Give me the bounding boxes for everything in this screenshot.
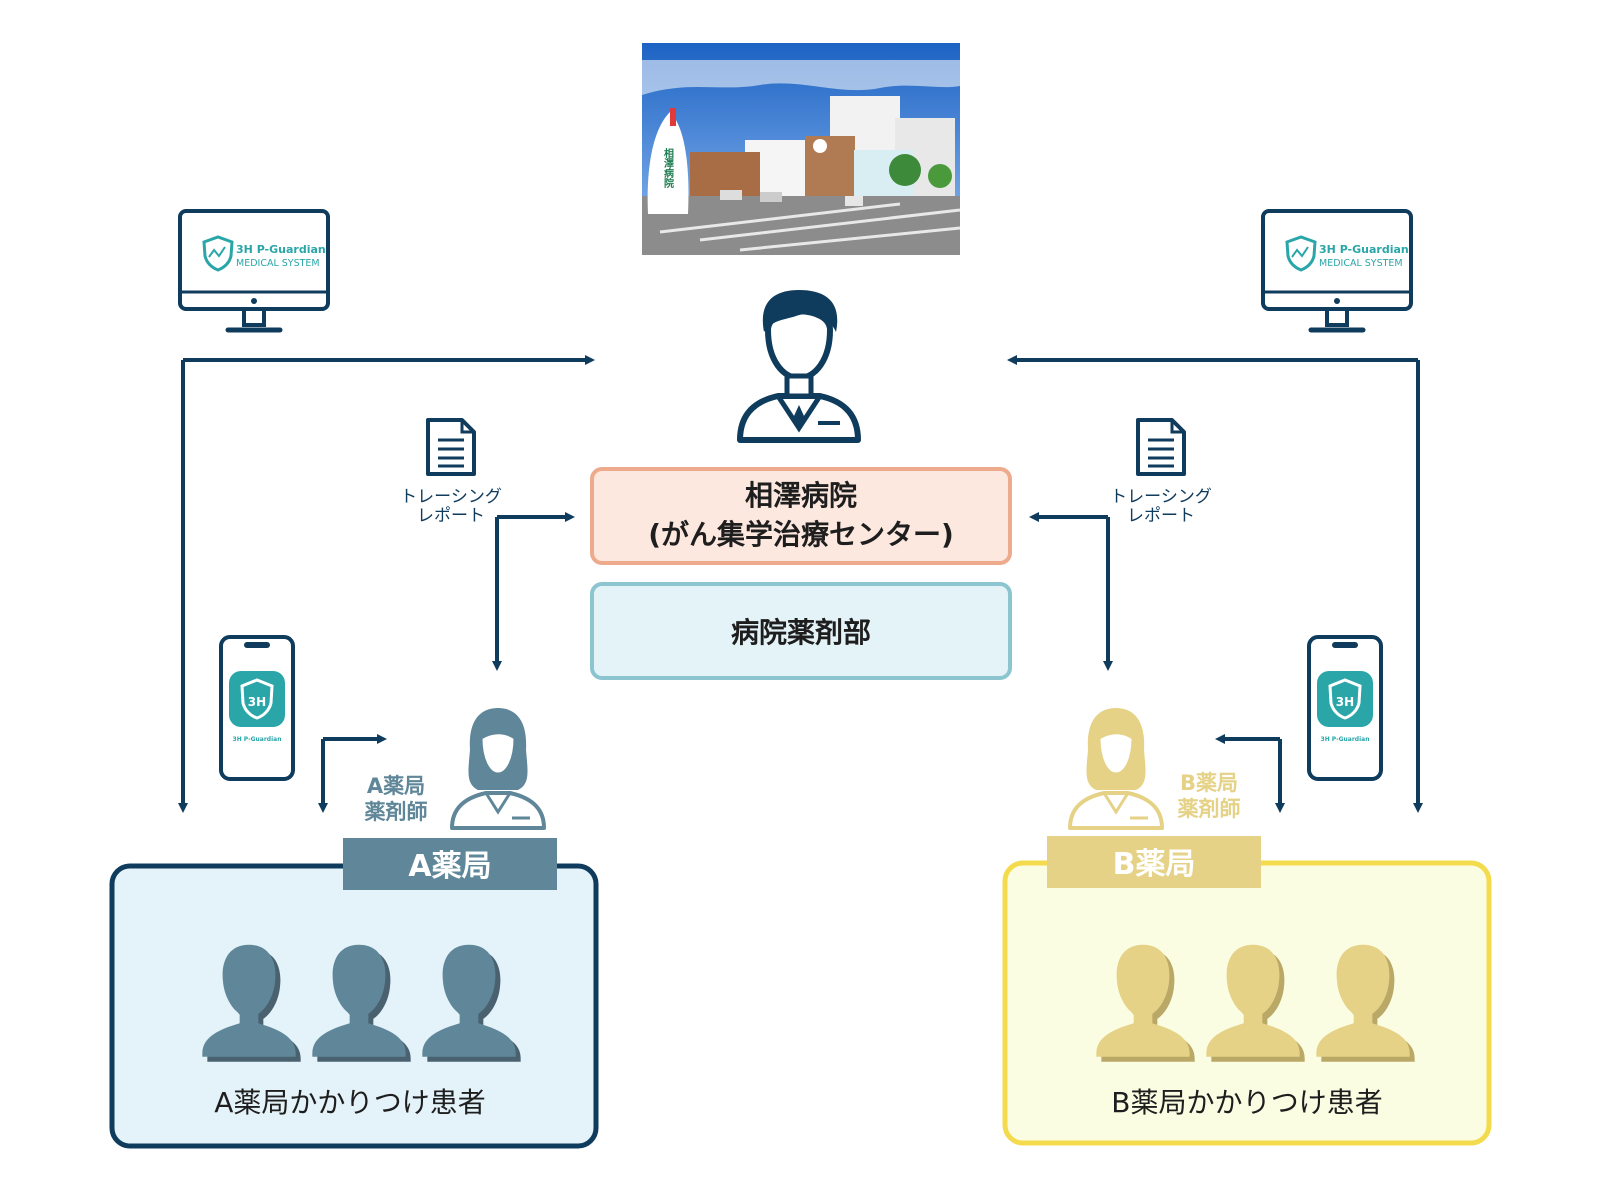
phone-left: 3H 3H P-Guardian (219, 635, 295, 781)
hospital-name-line2: (がん集学治療センター) (648, 518, 954, 551)
pharmacist-a-label-line2: 薬剤師 (365, 800, 428, 824)
shield-icon (240, 678, 274, 720)
hospital-box (590, 467, 1012, 565)
pharmacist-b-icon (1068, 708, 1164, 830)
photo-sign-text: 相澤病院 (662, 147, 674, 189)
pharmacist-a-icon (450, 708, 546, 830)
pharmacy-a-tab (343, 838, 557, 890)
connector-arrows (178, 355, 1423, 813)
monitor-right: 3H P-Guardian MEDICAL SYSTEM (1261, 209, 1413, 333)
doctor-icon (737, 290, 861, 443)
pharmacist-b-label-line1: B薬局 (1180, 771, 1238, 795)
document-icon-right (1136, 418, 1186, 476)
tracing-report-left-line2: レポート (417, 506, 485, 526)
phone-right-icon-text: 3H (1336, 695, 1354, 709)
monitor-left: 3H P-Guardian MEDICAL SYSTEM (178, 209, 330, 333)
monitor-left-brand: 3H P-Guardian (236, 243, 326, 256)
shield-icon (1328, 678, 1362, 720)
pharmacy-dept-label: 病院薬剤部 (731, 616, 871, 649)
pharmacy-a-patients-label: A薬局かかりつけ患者 (214, 1086, 485, 1119)
pharmacy-a-tab-label: A薬局 (408, 849, 491, 884)
tracing-report-left-line1: トレーシング (400, 487, 502, 507)
monitor-right-sub: MEDICAL SYSTEM (1319, 258, 1403, 269)
shield-icon (1285, 235, 1317, 272)
pharmacy-b-tab-label: B薬局 (1113, 847, 1196, 882)
pharmacist-b-label-line2: 薬剤師 (1178, 797, 1241, 821)
hospital-photo: 相澤病院 (642, 43, 961, 255)
phone-left-icon-text: 3H (248, 695, 266, 709)
patients-a-icons (202, 944, 521, 1062)
phone-right: 3H 3H P-Guardian (1307, 635, 1383, 781)
phone-right-app-name: 3H P-Guardian (1321, 736, 1370, 743)
phone-left-app-name: 3H P-Guardian (233, 736, 282, 743)
pharmacy-b-patients-label: B薬局かかりつけ患者 (1111, 1086, 1383, 1119)
tracing-report-right-line2: レポート (1127, 506, 1195, 526)
shield-icon (202, 235, 234, 272)
pharmacist-a-label-line1: A薬局 (367, 774, 425, 798)
tracing-report-right-line1: トレーシング (1110, 487, 1212, 507)
monitor-right-brand: 3H P-Guardian (1319, 243, 1409, 256)
pharmacy-b-tab (1047, 836, 1261, 888)
hospital-name-line1: 相澤病院 (745, 479, 857, 512)
pharmacy-dept-box (590, 582, 1012, 680)
patients-b-icons (1096, 944, 1415, 1062)
document-icon-left (426, 418, 476, 476)
monitor-left-sub: MEDICAL SYSTEM (236, 258, 320, 269)
